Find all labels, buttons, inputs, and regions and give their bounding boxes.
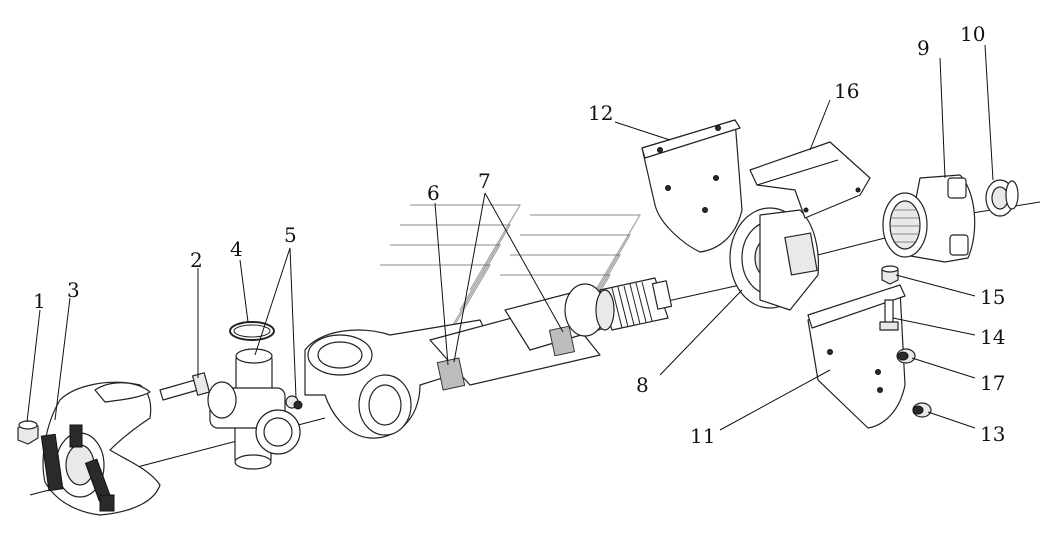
universal-joint-cross xyxy=(207,348,301,470)
part-5-grease-fitting xyxy=(285,395,303,410)
part-10-flange-nut xyxy=(985,179,1019,217)
callout-1: 1 xyxy=(33,289,46,313)
part-7-balance-weight xyxy=(548,325,576,357)
callout-6: 6 xyxy=(427,181,440,205)
part-15-nut xyxy=(881,265,899,285)
part-8-center-bearing xyxy=(729,207,820,311)
callout-9: 9 xyxy=(917,36,930,60)
part-17-washer-nut xyxy=(896,348,916,364)
callout-7: 7 xyxy=(478,169,491,193)
callout-15: 15 xyxy=(980,285,1005,309)
part-12-upper-bracket xyxy=(641,119,743,253)
callout-11: 11 xyxy=(690,424,715,448)
callout-12: 12 xyxy=(588,101,613,125)
splined-shaft xyxy=(595,277,673,331)
callout-17: 17 xyxy=(980,371,1005,395)
leader-lines xyxy=(26,44,994,431)
callout-16: 16 xyxy=(834,79,859,103)
part-1-nut xyxy=(17,420,39,445)
part-13-bolt xyxy=(912,402,932,418)
callout-5: 5 xyxy=(284,223,297,247)
callout-10: 10 xyxy=(960,22,985,46)
part-9-companion-flange xyxy=(882,174,976,263)
callout-labels: 1 3 2 4 5 6 7 12 16 9 10 8 11 15 14 17 1… xyxy=(33,22,1005,448)
part-2-bolt xyxy=(159,372,210,401)
part-14-bolt xyxy=(879,299,899,331)
callout-2: 2 xyxy=(190,248,203,272)
part-3-flange-yoke xyxy=(40,381,161,516)
part-16-cover xyxy=(749,141,871,219)
propeller-tube xyxy=(429,283,616,386)
callout-14: 14 xyxy=(980,325,1005,349)
callout-13: 13 xyxy=(980,422,1005,446)
callout-8: 8 xyxy=(636,373,649,397)
part-4-snap-ring xyxy=(229,321,275,341)
callout-3: 3 xyxy=(67,278,80,302)
callout-4: 4 xyxy=(230,237,243,261)
